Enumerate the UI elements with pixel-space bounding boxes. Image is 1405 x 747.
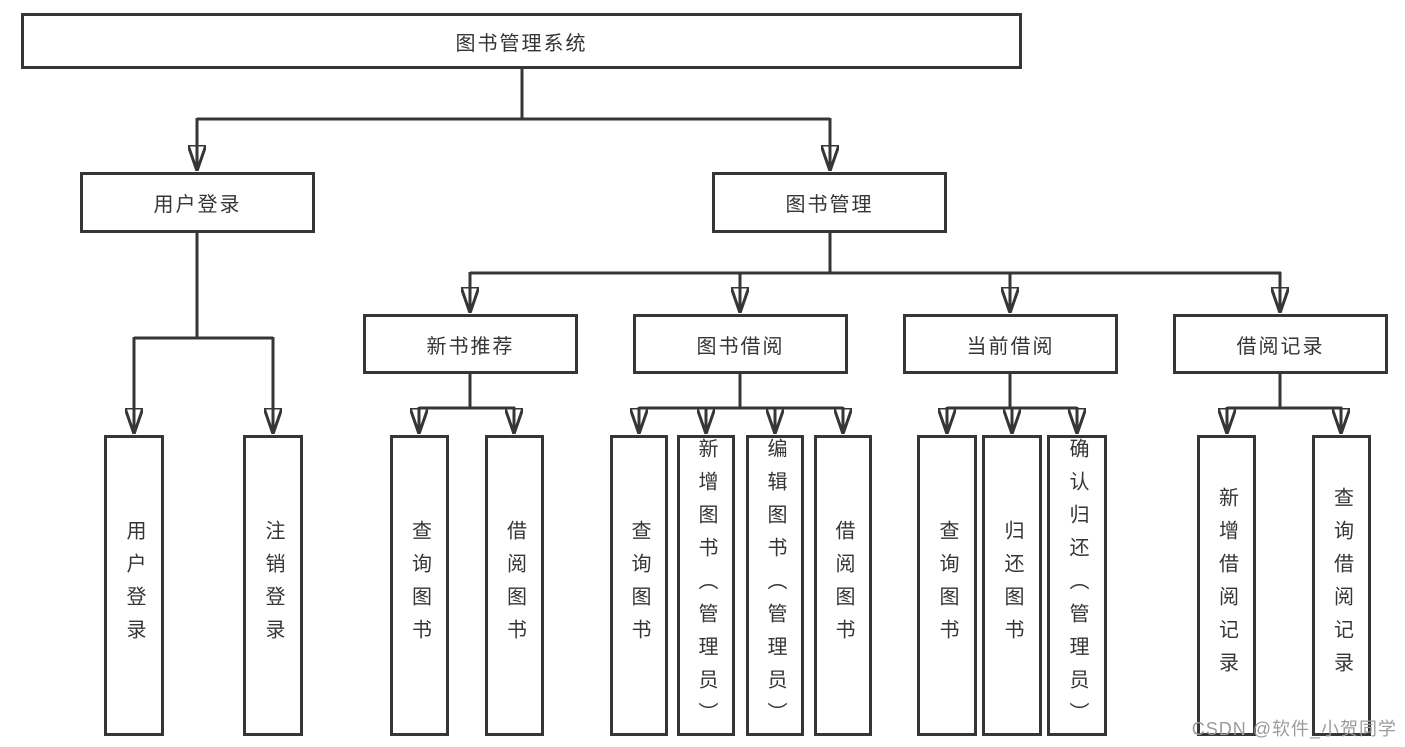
node-current-borrowing-label: 当前借阅 bbox=[966, 335, 1055, 358]
node-borrowing-records-label: 借阅记录 bbox=[1236, 335, 1325, 358]
leaf-recommend-query-books-label: 查询图书 bbox=[408, 519, 431, 652]
leaf-current-confirm-return-admin: 确认归还（管理员） bbox=[1047, 435, 1107, 736]
leaf-borrowing-borrow-books-label: 借阅图书 bbox=[832, 519, 854, 652]
node-new-book-recommend-label: 新书推荐 bbox=[426, 335, 515, 358]
leaf-records-query-record-label: 查询借阅记录 bbox=[1330, 486, 1353, 685]
leaf-records-add-record: 新增借阅记录 bbox=[1197, 435, 1256, 736]
leaf-current-return-books-label: 归还图书 bbox=[1001, 519, 1023, 652]
leaf-recommend-borrow-books-label: 借阅图书 bbox=[503, 519, 526, 652]
node-user-login-label: 用户登录 bbox=[153, 194, 242, 216]
leaf-recommend-query-books: 查询图书 bbox=[390, 435, 449, 736]
leaf-borrowing-query-books: 查询图书 bbox=[610, 435, 668, 736]
leaf-borrowing-add-book-admin: 新增图书（管理员） bbox=[677, 435, 735, 736]
leaf-borrowing-edit-book-admin: 编辑图书（管理员） bbox=[746, 435, 804, 736]
csdn-watermark: CSDN @软件_小贺同学 bbox=[1191, 719, 1397, 739]
leaf-records-query-record: 查询借阅记录 bbox=[1312, 435, 1371, 736]
node-library-management-system: 图书管理系统 bbox=[21, 13, 1022, 69]
node-book-management: 图书管理 bbox=[712, 172, 947, 233]
leaf-current-query-books-label: 查询图书 bbox=[936, 519, 958, 652]
leaf-recommend-borrow-books: 借阅图书 bbox=[485, 435, 544, 736]
node-library-management-system-label: 图书管理系统 bbox=[455, 32, 588, 55]
node-book-management-label: 图书管理 bbox=[785, 194, 874, 216]
leaf-user-login: 用户登录 bbox=[104, 435, 164, 736]
leaf-user-login-label: 用户登录 bbox=[123, 519, 145, 652]
leaf-borrowing-edit-book-admin-label: 编辑图书（管理员） bbox=[764, 438, 786, 735]
node-book-borrowing-label: 图书借阅 bbox=[696, 335, 785, 358]
node-new-book-recommend: 新书推荐 bbox=[363, 314, 578, 374]
leaf-borrowing-query-books-label: 查询图书 bbox=[628, 519, 650, 652]
leaf-logout: 注销登录 bbox=[243, 435, 303, 736]
leaf-current-confirm-return-admin-label: 确认归还（管理员） bbox=[1066, 438, 1088, 735]
leaf-current-query-books: 查询图书 bbox=[917, 435, 977, 736]
leaf-borrowing-add-book-admin-label: 新增图书（管理员） bbox=[695, 438, 717, 735]
leaf-records-add-record-label: 新增借阅记录 bbox=[1215, 486, 1238, 685]
leaf-logout-label: 注销登录 bbox=[262, 519, 284, 652]
node-book-borrowing: 图书借阅 bbox=[633, 314, 848, 374]
node-current-borrowing: 当前借阅 bbox=[903, 314, 1118, 374]
leaf-current-return-books: 归还图书 bbox=[982, 435, 1042, 736]
node-user-login: 用户登录 bbox=[80, 172, 315, 233]
node-borrowing-records: 借阅记录 bbox=[1173, 314, 1388, 374]
leaf-borrowing-borrow-books: 借阅图书 bbox=[814, 435, 872, 736]
